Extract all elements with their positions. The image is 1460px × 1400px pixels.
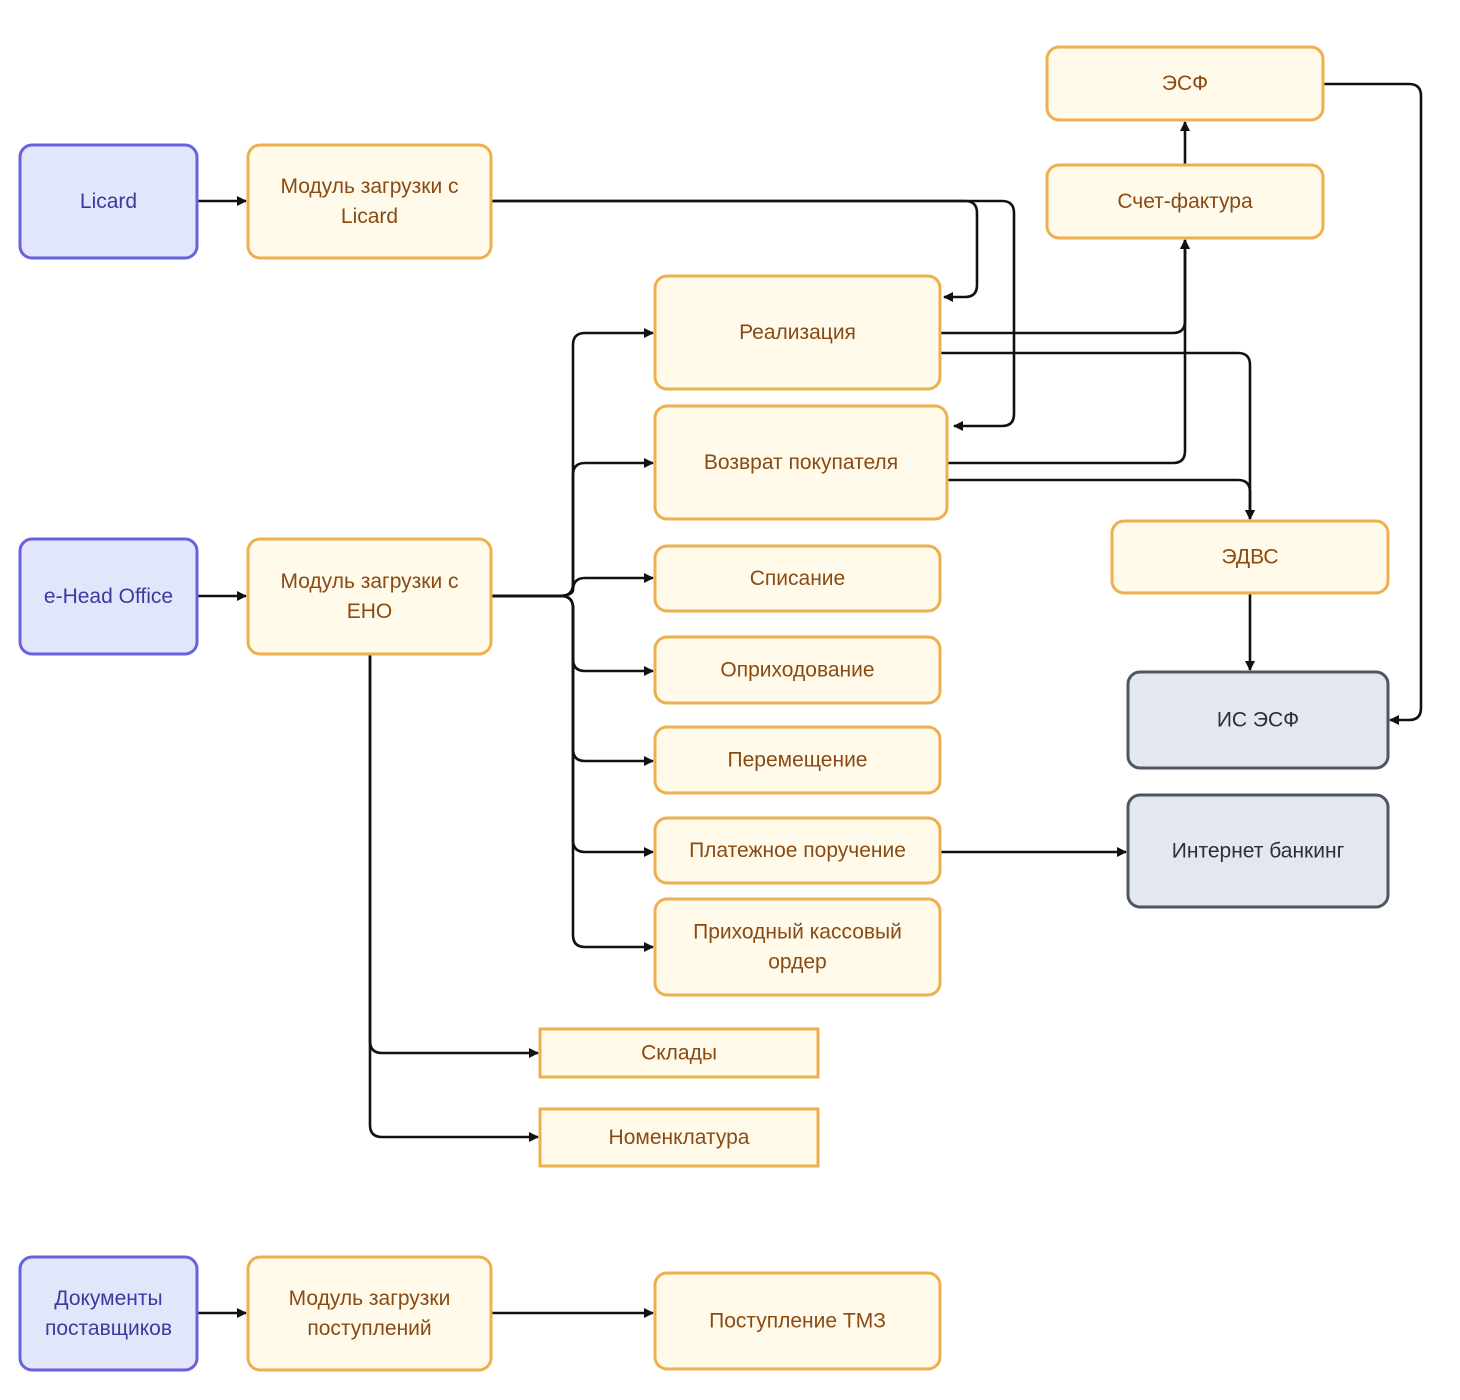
node-label: Возврат покупателя xyxy=(704,451,898,474)
node-box xyxy=(538,1027,820,1079)
node-box xyxy=(18,143,199,260)
node-payment-order: Платежное поручение xyxy=(653,816,942,885)
edge-connector-line xyxy=(1323,82,1423,725)
node-label: ордер xyxy=(768,951,827,974)
node-label: Licard xyxy=(341,205,398,228)
node-label: поступлений xyxy=(307,1317,431,1340)
node-label: Поступление ТМЗ xyxy=(709,1310,886,1333)
node-label: Реализация xyxy=(739,321,856,344)
node-label: e-Head Office xyxy=(44,585,173,608)
node-customer-return: Возврат покупателя xyxy=(653,404,949,521)
node-label: Списание xyxy=(750,567,845,590)
node-sale: Реализация xyxy=(653,274,942,391)
node-label: Приходный кассовый xyxy=(693,921,902,944)
node-box xyxy=(1045,45,1325,122)
node-writeoff: Списание xyxy=(653,544,942,613)
edge-connector-line xyxy=(940,351,1255,520)
edge-connector-line xyxy=(947,478,1255,520)
node-label: Склады xyxy=(641,1042,717,1065)
node-eho: e-Head Office xyxy=(18,537,199,656)
edge-sale-to-edvs xyxy=(940,351,1255,520)
node-box xyxy=(246,537,493,656)
edge-eho-module-to-warehouses xyxy=(368,654,539,1058)
node-box xyxy=(1126,793,1390,909)
node-label: Модуль загрузки с xyxy=(280,570,458,593)
node-box xyxy=(653,897,942,997)
node-invoice: Счет-фактура xyxy=(1045,163,1325,240)
edges xyxy=(197,82,1423,1318)
node-label: Licard xyxy=(80,190,137,213)
node-receipts-module: Модуль загрузки поступлений xyxy=(246,1255,493,1372)
edge-customer-return-to-invoice xyxy=(947,239,1190,465)
node-box xyxy=(653,1271,942,1371)
node-warehouses: Склады xyxy=(538,1027,820,1079)
edge-connector-line xyxy=(491,458,654,598)
node-licard: Licard xyxy=(18,143,199,260)
node-label: Интернет банкинг xyxy=(1172,840,1345,863)
node-box xyxy=(653,725,942,795)
node-label: Номенклатура xyxy=(609,1126,750,1149)
edge-connector-line xyxy=(368,654,539,1058)
node-label: поставщиков xyxy=(45,1317,172,1340)
node-box xyxy=(1110,519,1390,595)
edge-connector-line xyxy=(947,239,1190,465)
node-box xyxy=(653,635,942,705)
node-box xyxy=(1126,670,1390,770)
node-is-esf: ИС ЭСФ xyxy=(1126,670,1390,770)
edge-eho-module-to-customer-return xyxy=(491,458,654,598)
node-transfer: Перемещение xyxy=(653,725,942,795)
edge-licard-module-to-customer-return xyxy=(491,199,1016,431)
node-label: ЭДВС xyxy=(1221,546,1278,569)
edge-connector-line xyxy=(491,199,1016,431)
node-box xyxy=(538,1107,820,1168)
node-eho-module: Модуль загрузки с ЕНО xyxy=(246,537,493,656)
node-box xyxy=(653,274,942,391)
edge-customer-return-to-edvs xyxy=(947,478,1255,520)
node-label: Перемещение xyxy=(728,749,868,772)
node-label: Модуль загрузки xyxy=(289,1287,451,1310)
edge-eho-module-to-nomenclature xyxy=(368,654,539,1142)
node-label: ЭСФ xyxy=(1162,72,1208,95)
edge-connector-line xyxy=(491,594,654,952)
edge-connector-line xyxy=(368,654,539,1142)
node-nomenclature: Номенклатура xyxy=(538,1107,820,1168)
node-box xyxy=(653,544,942,613)
node-label: ЕНО xyxy=(347,600,393,623)
node-cash-receipt: Приходный кассовый ордер xyxy=(653,897,942,997)
node-esf: ЭСФ xyxy=(1045,45,1325,122)
node-box xyxy=(18,537,199,656)
node-label: Модуль загрузки с xyxy=(280,175,458,198)
edge-esf-to-is-esf xyxy=(1323,82,1423,725)
node-edvs: ЭДВС xyxy=(1110,519,1390,595)
node-label: Оприходование xyxy=(720,659,874,682)
node-supplier-docs: Документы поставщиков xyxy=(18,1255,199,1372)
node-box xyxy=(18,1255,199,1372)
node-licard-module: Модуль загрузки с Licard xyxy=(246,143,493,260)
node-box xyxy=(653,816,942,885)
node-label: Счет-фактура xyxy=(1117,190,1253,213)
node-box xyxy=(246,143,493,260)
edge-eho-module-to-cash-receipt xyxy=(491,594,654,952)
node-box xyxy=(246,1255,493,1372)
node-internet-banking: Интернет банкинг xyxy=(1126,793,1390,909)
node-tmz-receipt: Поступление ТМЗ xyxy=(653,1271,942,1371)
node-posting: Оприходование xyxy=(653,635,942,705)
node-box xyxy=(653,404,949,521)
node-label: Платежное поручение xyxy=(689,839,906,862)
node-box xyxy=(1045,163,1325,240)
node-label: Документы xyxy=(54,1287,162,1310)
node-label: ИС ЭСФ xyxy=(1217,709,1299,732)
